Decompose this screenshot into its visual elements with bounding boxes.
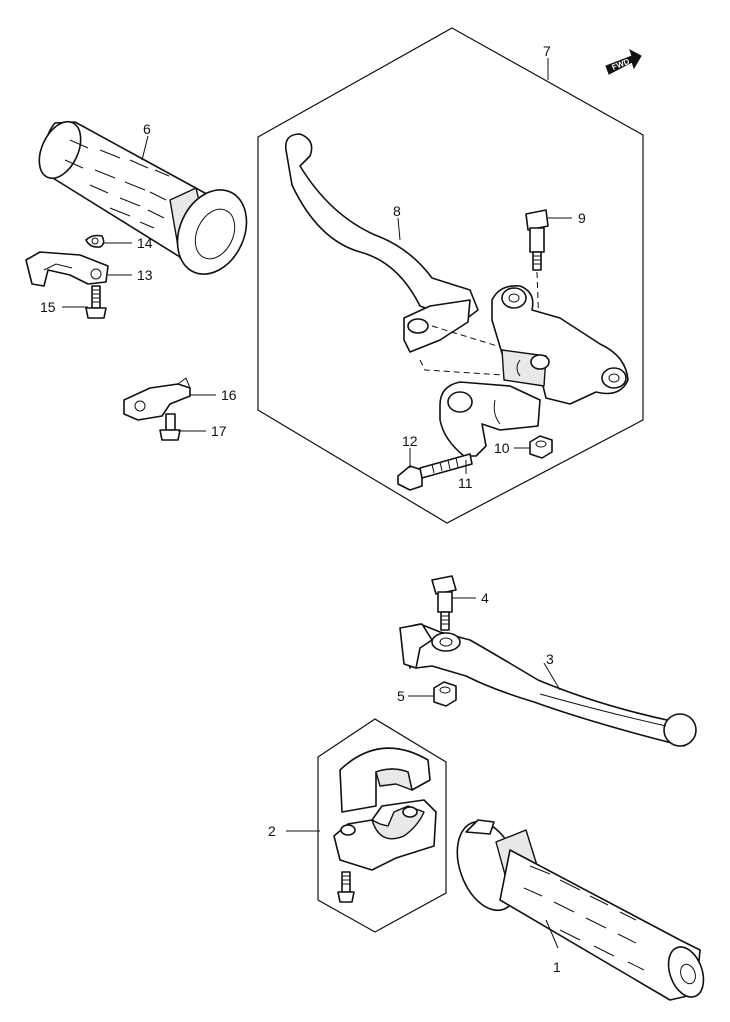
callout-12: 12: [402, 433, 418, 449]
assembly-2-frame: [317, 718, 447, 933]
callout-9: 9: [578, 210, 586, 226]
part-5-nut: [433, 681, 457, 707]
callout-7: 7: [543, 43, 551, 59]
callout-11: 11: [458, 475, 473, 491]
callout-14: 14: [137, 235, 153, 251]
part-12-clamp-bolt: [397, 453, 473, 491]
callout-16: 16: [221, 387, 237, 403]
dash-line-8b: [419, 359, 521, 377]
callout-labels: 1 2 3 4 5 6 7 8 9 10 11 12 13 14 15 16 1…: [40, 43, 586, 975]
part-14-washer: [85, 234, 105, 248]
callout-4: 4: [481, 590, 489, 606]
lever-holder: [491, 284, 629, 405]
callout-8: 8: [393, 203, 401, 219]
callout-3: 3: [546, 651, 554, 667]
callout-2: 2: [268, 823, 276, 839]
part-3-brake-lever: [399, 623, 697, 747]
callout-15: 15: [40, 299, 56, 315]
part-2-clamp-screw: [337, 871, 355, 903]
callout-10: 10: [494, 440, 510, 456]
part-2-clamp-lower: [333, 799, 437, 871]
fwd-arrow-icon: FWD: [605, 48, 642, 75]
callout-17: 17: [211, 423, 227, 439]
part-11-clamp: [439, 381, 541, 457]
part-16-bracket: [123, 377, 191, 421]
part-4-pivot-bolt: [431, 575, 457, 631]
part-10-nut: [529, 435, 553, 459]
part-9-pivot-bolt: [525, 209, 549, 271]
callout-5: 5: [397, 688, 405, 704]
callout-1: 1: [553, 959, 561, 975]
assembly-7-frame: [257, 27, 644, 524]
part-15-screw: [85, 285, 107, 319]
part-13-bracket: [25, 251, 109, 287]
callout-13: 13: [137, 267, 153, 283]
fwd-badge-text: FWD: [611, 57, 631, 72]
part-17-screw: [159, 413, 181, 441]
part-2-clamp-upper: [339, 747, 431, 813]
part-6-grip-left: [38, 120, 248, 275]
part-8-clutch-lever: [284, 133, 479, 353]
part-1-grip-right: [456, 819, 705, 1001]
leader-lines: [62, 58, 572, 949]
callout-6: 6: [143, 121, 151, 137]
